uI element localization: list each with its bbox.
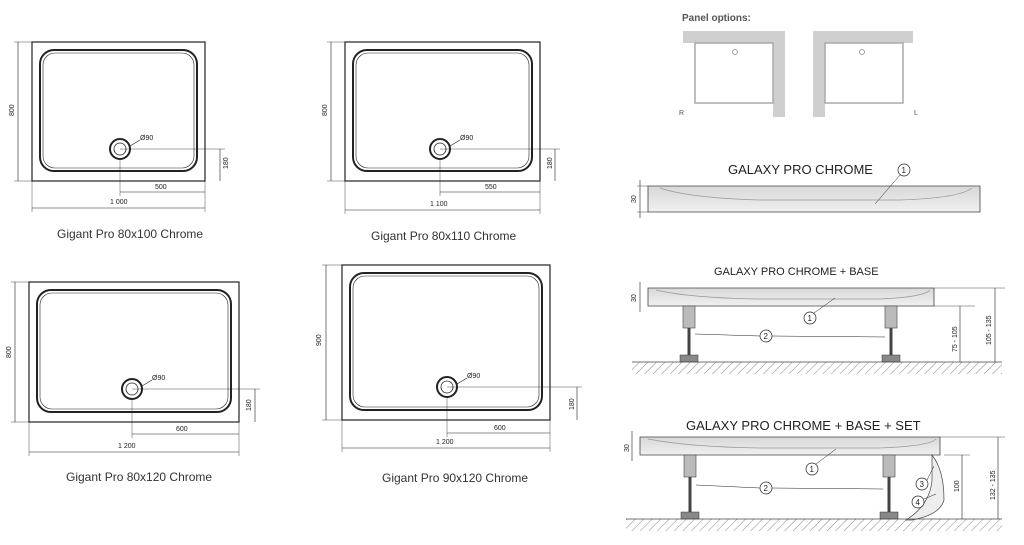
profile-title: GALAXY PRO CHROME	[728, 162, 873, 177]
callout-number: 4	[916, 498, 921, 507]
drain-depth-label: 180	[246, 399, 253, 411]
tray-drawing-3: Ø90 800 180 600 1 200 Gigant Pro 80x120 …	[6, 281, 260, 484]
profile-title: GALAXY PRO CHROME + BASE + SET	[686, 418, 921, 433]
width-label: 1 200	[118, 443, 136, 450]
tray-caption: Gigant Pro 80x100 Chrome	[57, 227, 203, 241]
height-label: 900	[316, 334, 323, 346]
width-label: 1 100	[430, 201, 448, 208]
profile-tray: GALAXY PRO CHROME 30 1	[631, 162, 981, 218]
callout-number: 2	[764, 332, 769, 341]
panel-option-label: R	[679, 110, 684, 117]
thickness-label: 30	[624, 444, 631, 452]
tray-caption: Gigant Pro 90x120 Chrome	[382, 471, 528, 485]
drain-diameter-label: Ø90	[467, 373, 480, 380]
panel-options-title: Panel options:	[682, 13, 751, 24]
tray-drawing-1: Ø90 800 180 500 1 000 Gigant Pro 80x100 …	[9, 41, 230, 241]
leg-support	[679, 305, 699, 363]
profile-tray-base: GALAXY PRO CHROME + BASE 30 75 - 105 105…	[631, 266, 1005, 374]
leg-label: 100	[954, 480, 961, 492]
callout-marker	[803, 311, 817, 325]
callout-marker	[897, 163, 911, 177]
height-label: 800	[322, 104, 329, 116]
leg-support	[881, 305, 901, 363]
panel-option-label: L	[914, 110, 918, 117]
height-label: 800	[6, 346, 13, 358]
width-label: 1 200	[436, 439, 454, 446]
thickness-label: 30	[631, 195, 638, 203]
tray-drawing-2: Ø90 800 180 550 1 100 Gigant Pro 80x110 …	[322, 41, 560, 243]
leg-support	[680, 454, 700, 520]
callout-marker	[915, 477, 929, 491]
callout-marker	[805, 462, 819, 476]
profile-title: GALAXY PRO CHROME + BASE	[714, 266, 879, 278]
callout-number: 2	[764, 484, 769, 493]
ground-hatch	[626, 519, 1002, 531]
callout-number: 1	[810, 465, 815, 474]
tray-caption: Gigant Pro 80x120 Chrome	[66, 470, 212, 484]
panel-option-left: L	[813, 31, 918, 117]
ground-hatch	[632, 362, 1002, 374]
panel-option-right: R	[679, 31, 785, 117]
drain-depth-label: 180	[569, 398, 576, 410]
width-label: 1 000	[110, 199, 128, 206]
total-range-label: 105 - 135	[986, 315, 993, 345]
tray-caption: Gigant Pro 80x110 Chrome	[371, 229, 517, 243]
callout-number: 1	[902, 166, 907, 175]
drain-offset-label: 600	[176, 426, 188, 433]
drain-depth-label: 180	[547, 157, 554, 169]
drain-offset-label: 500	[155, 184, 167, 191]
callout-marker	[911, 495, 925, 509]
height-label: 800	[9, 104, 16, 116]
panel-options: Panel options: R L	[679, 13, 918, 117]
tray-drawing-4: Ø90 900 180 600 1 200 Gigant Pro 90x120 …	[316, 264, 582, 485]
drain-offset-label: 600	[494, 425, 506, 432]
thickness-label: 30	[631, 294, 638, 302]
drain-offset-label: 550	[485, 184, 497, 191]
leg-range-label: 75 - 105	[952, 326, 959, 352]
total-range-label: 132 - 135	[990, 470, 997, 500]
callout-number: 1	[808, 314, 813, 323]
drain-diameter-label: Ø90	[460, 135, 473, 142]
profile-tray-base-set: GALAXY PRO CHROME + BASE + SET 30 100 13…	[624, 418, 1005, 531]
drain-depth-label: 180	[223, 157, 230, 169]
leg-support	[879, 454, 899, 520]
callout-number: 3	[920, 480, 925, 489]
drain-diameter-label: Ø90	[140, 135, 153, 142]
drain-diameter-label: Ø90	[152, 375, 165, 382]
front-panel	[904, 454, 945, 521]
